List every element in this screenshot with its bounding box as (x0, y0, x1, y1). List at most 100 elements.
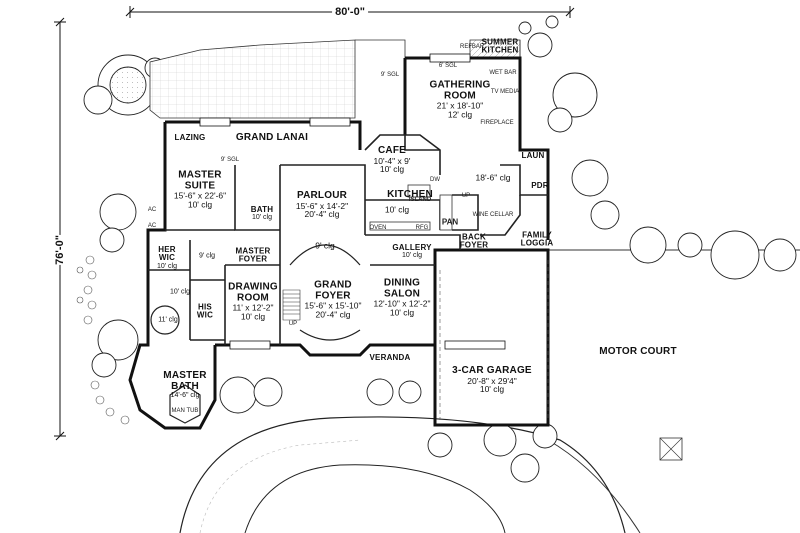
drawing-room-ceiling: 10' clg (240, 311, 266, 322)
back-foyer-label: BACK FOYER (460, 232, 489, 251)
up-label: UP (461, 193, 471, 199)
veranda-label: VERANDA (369, 352, 411, 362)
sgl-left-label: 9' SGL (220, 157, 240, 163)
grand-lanai-name: GRAND LANAI (235, 131, 309, 143)
ref-label: REF (460, 44, 472, 50)
drawing-room-name: DRAWING (228, 281, 278, 293)
landscaping (83, 15, 797, 483)
grand-lanai-label: GRAND LANAI (235, 131, 309, 144)
master-bath-name: MASTER (163, 369, 207, 381)
gathering-room-ceiling: 12' clg (447, 109, 473, 120)
dining-salon-name: DINING (383, 277, 421, 289)
master-suite-size: 15'-6" x 22'-6" (173, 190, 227, 201)
width-dimension: 80'-0" (332, 6, 368, 18)
sgl-right-label: 9' SGL (380, 72, 400, 78)
island-label: ISLAND (408, 197, 432, 203)
garage-size: 20'-8" x 29'4" (467, 375, 517, 386)
hall-left-ceiling-2: 10' clg (169, 288, 191, 296)
laun-name: LAUN (521, 150, 545, 160)
master-suite-name-2: SUITE (184, 180, 216, 192)
dining-salon-label: DINING SALON 12'-10" x 12'-2" 10' clg (373, 277, 430, 318)
grand-foyer-name-2: FOYER (315, 290, 351, 302)
circle-space-ceiling: 11' clg (158, 316, 178, 324)
drawing-room-label: DRAWING ROOM 11' x 12'-2" 10' clg (228, 281, 278, 322)
grand-stair (282, 289, 301, 321)
parlour-ceiling-2: 9' clg (315, 240, 335, 251)
summer-kitchen-label: SUMMER KITCHEN (481, 37, 519, 56)
gallery-ceiling: 10' clg (401, 252, 423, 260)
parlour-name: PARLOUR (296, 189, 348, 201)
man-tub-label: MAN TUB (171, 408, 199, 414)
drawing-room-size: 11' x 12'-2" (232, 302, 274, 313)
laun-label: LAUN (521, 150, 545, 160)
shrub-row-left (76, 255, 130, 425)
cafe-label: CAFE 10'-4" x 9' 10' clg (373, 144, 411, 175)
interior-walls (148, 134, 548, 345)
garage-label: 3-CAR GARAGE 20'-8" x 29'4" 10' clg (452, 364, 532, 395)
garage-ceiling: 10' clg (479, 384, 505, 395)
grand-foyer-ceiling: 20'-4" clg (315, 309, 351, 320)
her-wic-name-2: WIC (158, 253, 176, 263)
garage-doors (439, 260, 549, 420)
his-wic-name-2: WIC (196, 311, 214, 320)
hall-left-label-2: 10' clg (170, 288, 190, 295)
veranda-name: VERANDA (369, 352, 411, 362)
her-wic-name: HER (158, 244, 176, 254)
cafe-ceiling: 10' clg (379, 164, 405, 175)
wet-bar-label: WET BAR (489, 70, 517, 76)
pan-label: PAN (441, 217, 459, 227)
cafe-size: 10'-4" x 9' (373, 155, 411, 166)
gathering-room-size: 21' x 18'-10" (436, 100, 484, 111)
pdr-name: PDR (531, 180, 549, 190)
master-foyer-label: MASTER FOYER (236, 247, 271, 265)
her-wic-ceiling: 10' clg (156, 262, 178, 270)
kitchen-label: KITCHEN (387, 188, 433, 201)
gathering-room-name-2: ROOM (444, 90, 476, 102)
parlour-size: 15'-6" x 14'-2" (295, 200, 349, 211)
rfg-label: RFG (415, 225, 429, 231)
lanai-deck (149, 39, 521, 119)
fireplace-label: FIREPLACE (480, 120, 514, 126)
rear-space-ceiling: 18'-6" clg (475, 172, 511, 183)
motor-court-label: MOTOR COURT (599, 345, 677, 358)
kitchen-name: KITCHEN (387, 188, 433, 200)
up-label-2: UP (288, 321, 298, 327)
motor-court-name: MOTOR COURT (599, 345, 677, 357)
sgl-top-label: 6' SGL (438, 63, 458, 69)
summer-kitchen-name: SUMMER (481, 37, 519, 47)
windows (199, 53, 506, 350)
exterior-walls (128, 56, 550, 430)
cafe-name: CAFE (377, 144, 407, 156)
bar-label: BAR (471, 44, 485, 50)
parlour-ceiling: 20'-4" clg (304, 209, 340, 220)
garage-name: 3-CAR GARAGE (452, 364, 532, 376)
pdr-label: PDR (531, 180, 549, 190)
tv-media-label: TV MEDIA (490, 89, 520, 95)
summer-kitchen-name-2: KITCHEN (481, 46, 519, 55)
dimension-lines (54, 6, 575, 441)
dw-label: DW (430, 177, 440, 183)
his-wic-label: HIS WIC (196, 303, 214, 321)
grand-foyer-name: GRAND (314, 279, 352, 291)
master-bath-size: 14'-6" clg (170, 391, 200, 399)
wine-cellar-label: WINE CELLAR (472, 212, 514, 218)
foyer-arch (289, 244, 361, 341)
drawing-room-name-2: ROOM (237, 292, 269, 304)
master-foyer-name-2: FOYER (238, 255, 268, 264)
master-bath-name-2: BATH (171, 380, 199, 392)
gathering-room-label: GATHERING ROOM 21' x 18'-10" 12' clg (429, 80, 490, 120)
oven-label: OVEN (369, 225, 387, 231)
dining-salon-ceiling: 10' clg (389, 307, 415, 318)
bath-ceiling: 10' clg (251, 214, 272, 222)
rear-space-label: 18'-6" clg (475, 172, 511, 183)
kitchen-ceiling: 10' clg (384, 204, 410, 215)
motor-court-area (547, 249, 800, 533)
parlour-ceiling-2-label: 9' clg (315, 240, 335, 251)
master-suite-ceiling: 10' clg (187, 199, 213, 210)
gallery-label: GALLERY 10' clg (392, 243, 431, 260)
back-foyer-name: BACK (462, 232, 486, 242)
master-bath-octagon (150, 305, 201, 424)
family-loggia-name-2: LOGGIA (520, 239, 554, 248)
hall-left-ceiling-1: 9' clg (198, 252, 216, 260)
